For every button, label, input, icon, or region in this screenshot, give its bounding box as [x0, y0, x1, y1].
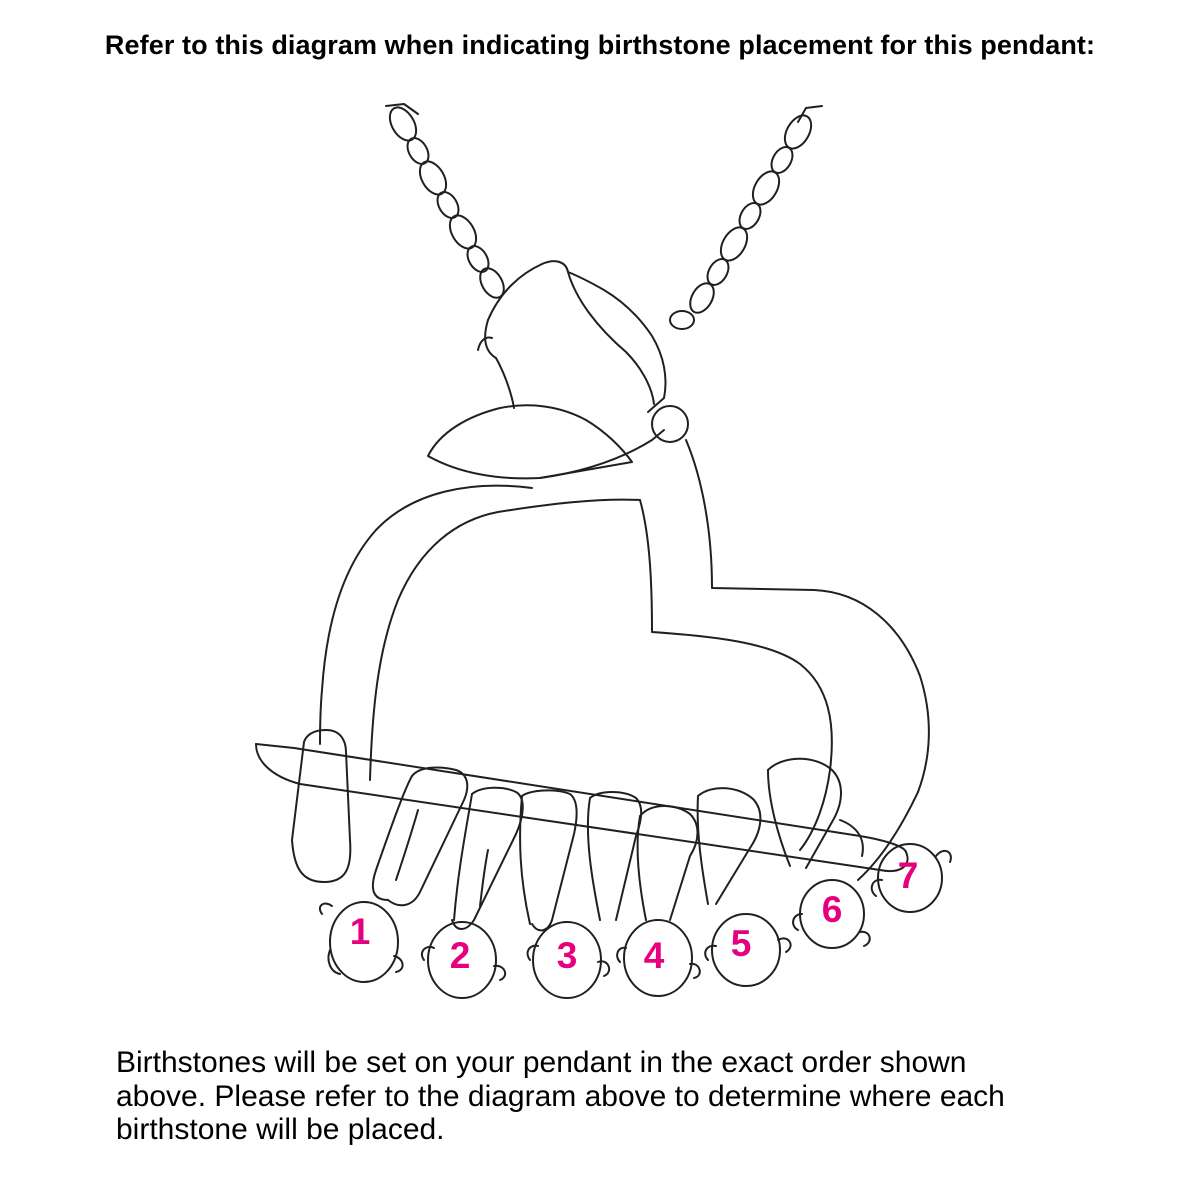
- heart-frame: [319, 439, 930, 881]
- butterfly-bail: [427, 260, 689, 480]
- stone-number-4: 4: [644, 935, 665, 976]
- stone-settings: [318, 843, 952, 999]
- diagram-heading: Refer to this diagram when indicating bi…: [104, 30, 1096, 60]
- stone-number-2: 2: [450, 935, 471, 976]
- stone-number-3: 3: [557, 935, 578, 976]
- instructions-line: Birthstones will be set on your pendant …: [116, 1046, 967, 1079]
- left-chain: [385, 103, 505, 299]
- stone-number-7: 7: [898, 855, 919, 896]
- stone-number-6: 6: [822, 889, 843, 930]
- hanging-bar: [255, 729, 909, 883]
- pendant-line-art: [255, 103, 952, 999]
- stone-number-labels: 1 2 3 4 5 6 7: [350, 855, 919, 976]
- stone-number-1: 1: [350, 911, 371, 952]
- placement-instructions: Birthstones will be set on your pendant …: [116, 1046, 1116, 1147]
- right-chain: [669, 105, 823, 330]
- stone-number-5: 5: [731, 923, 752, 964]
- instructions-line: above. Please refer to the diagram above…: [116, 1079, 1005, 1113]
- instructions-line: birthstone will be placed.: [116, 1113, 445, 1147]
- ring-bails: [371, 757, 864, 932]
